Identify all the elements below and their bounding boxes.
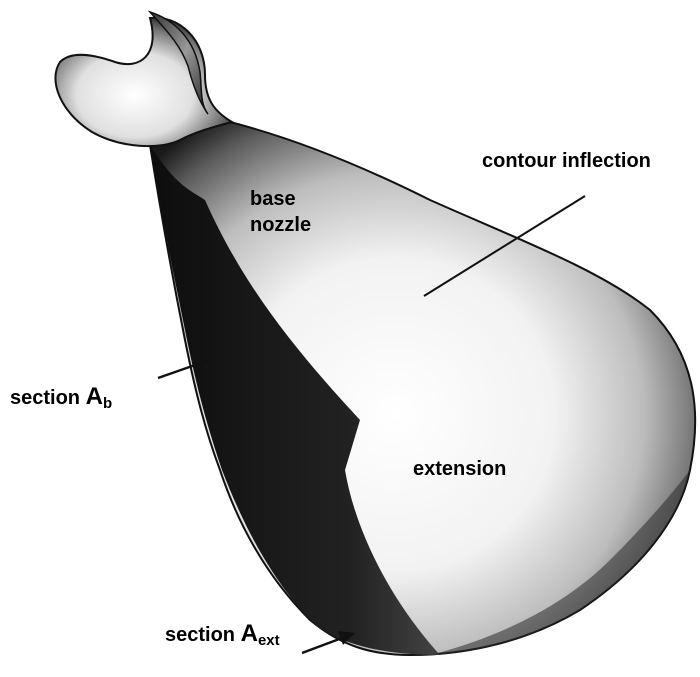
base-nozzle-label-line2: nozzle	[250, 212, 311, 238]
contour-inflection-label: contour inflection	[482, 150, 651, 173]
section-aext-subscript: ext	[258, 632, 280, 649]
section-aext-label: section Aext	[165, 620, 280, 648]
chamber-ball	[55, 18, 232, 146]
section-ab-label: section Ab	[10, 383, 112, 411]
base-nozzle-label-line1: base	[250, 186, 311, 212]
section-ab-symbol: A	[86, 383, 103, 410]
extension-label: extension	[413, 458, 506, 481]
section-ab-prefix: section	[10, 387, 80, 409]
base-nozzle-label: base nozzle	[250, 186, 311, 238]
section-aext-symbol: A	[241, 620, 258, 647]
section-aext-prefix: section	[165, 624, 235, 646]
section-ab-subscript: b	[103, 395, 112, 412]
